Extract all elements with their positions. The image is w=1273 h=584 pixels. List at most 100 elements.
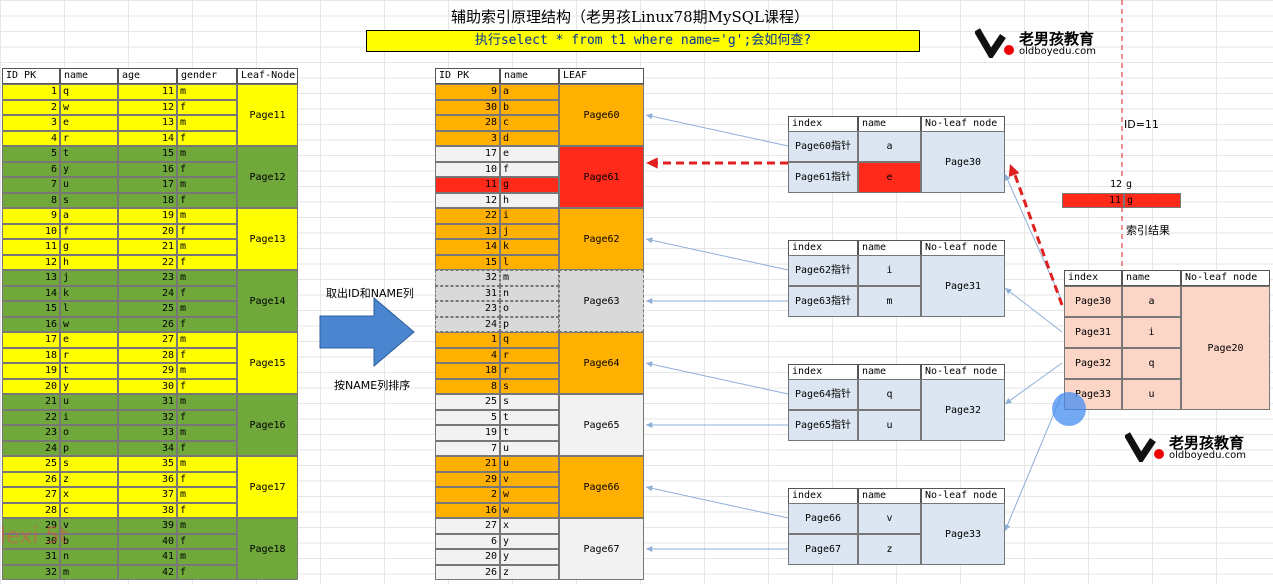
cell-gender: f [177,471,237,487]
leaf-page-cell: Page65 [559,394,644,456]
cell-id: 8 [435,378,500,394]
cell-age: 29 [118,363,177,379]
arrow-head-icon [646,361,653,368]
cell-age: 42 [118,564,177,580]
root-node-cell: Page20 [1181,286,1270,410]
cell-age: 40 [118,533,177,549]
cell-id: 2 [2,99,60,115]
cell-gender: f [177,409,237,425]
cell-name: e [60,115,118,131]
cell-name: x [60,487,118,503]
branch-node: Page31 [921,255,1005,317]
watermark: lexi 5t [0,524,69,549]
cell-age: 33 [118,425,177,441]
cell-id: 23 [435,301,500,317]
cell-gender: f [177,502,237,518]
cell-gender: m [177,115,237,131]
cell-id: 12 [435,192,500,208]
cell-id: 23 [2,425,60,441]
cell-age: 32 [118,409,177,425]
leaf-page-cell: Page61 [559,146,644,208]
cell-gender: f [177,378,237,394]
cell-name: a [60,208,118,224]
cell-age: 31 [118,394,177,410]
cell-id: 13 [435,223,500,239]
cell-id: 11 [2,239,60,255]
cell-gender: m [177,84,237,100]
cell-id: 4 [2,130,60,146]
cell-gender: m [177,177,237,193]
cell-age: 13 [118,115,177,131]
cell-name: k [60,285,118,301]
cell-id: 5 [2,146,60,162]
cell-gender: m [177,146,237,162]
cell-name: z [60,471,118,487]
cell-name: n [500,285,559,301]
cell-id: 16 [2,316,60,332]
cell-id: 30 [2,533,60,549]
arrow-head-icon [646,421,653,429]
branch-pointer: Page63指针 [788,286,858,317]
cell-gender: f [177,161,237,177]
cell-id: 32 [435,270,500,286]
pointer-line [645,486,789,519]
cell-name: h [500,192,559,208]
cell-name: u [500,456,559,472]
cell-id: 20 [435,549,500,565]
cell-age: 14 [118,130,177,146]
cell-gender: m [177,270,237,286]
cell-id: 15 [2,301,60,317]
pointer-line [645,238,789,271]
branch-key: u [858,410,921,441]
pointer-line [1004,287,1063,333]
arrow-head-icon [1004,524,1011,531]
cell-id: 9 [435,84,500,100]
branch-key: i [858,255,921,286]
cell-age: 28 [118,347,177,363]
cell-name: i [60,409,118,425]
id-label: ID=11 [1124,118,1159,131]
cell-gender: m [177,239,237,255]
cell-name: u [500,440,559,456]
cell-name: t [500,409,559,425]
cell-id: 30 [435,99,500,115]
header-leaf: Leaf-Node [237,68,298,84]
header-age: age [118,68,177,84]
leaf-page-cell: Page60 [559,84,644,146]
page-title: 辅助索引原理结构（老男孩Linux78期MySQL课程） [451,8,809,26]
header-no-leaf: No-leaf node [1181,270,1270,286]
header-name: name [60,68,118,84]
cell-name: z [500,564,559,580]
cell-id: 10 [2,223,60,239]
cell-name: l [60,301,118,317]
cell-id: 18 [435,363,500,379]
header-name: name [858,364,921,380]
leaf-page-cell: Page16 [237,394,298,456]
branch-key: e [858,162,921,193]
cell-gender: m [177,394,237,410]
cell-name: x [500,518,559,534]
header-name: name [500,68,559,84]
cell-id: 24 [435,316,500,332]
branch-pointer: Page62指针 [788,255,858,286]
cell-name: v [60,518,118,534]
logo-name: 老男孩教育 [1019,30,1095,48]
cell-name: r [500,347,559,363]
root-pointer: Page30 [1064,286,1122,317]
cell-name: m [500,270,559,286]
header-id: ID PK [2,68,60,84]
pointer-line [645,362,789,395]
cell-name: w [500,487,559,503]
branch-key: a [858,131,921,162]
cell-gender: m [177,456,237,472]
cell-gender: m [177,425,237,441]
cell-id: 11 [435,177,500,193]
cell-id: 28 [2,502,60,518]
cell-age: 37 [118,487,177,503]
branch-key: m [858,286,921,317]
cell-name: s [60,456,118,472]
cell-age: 22 [118,254,177,270]
leaf-page-cell: Page67 [559,518,644,580]
cell-id: 8 [2,192,60,208]
cell-name: e [60,332,118,348]
